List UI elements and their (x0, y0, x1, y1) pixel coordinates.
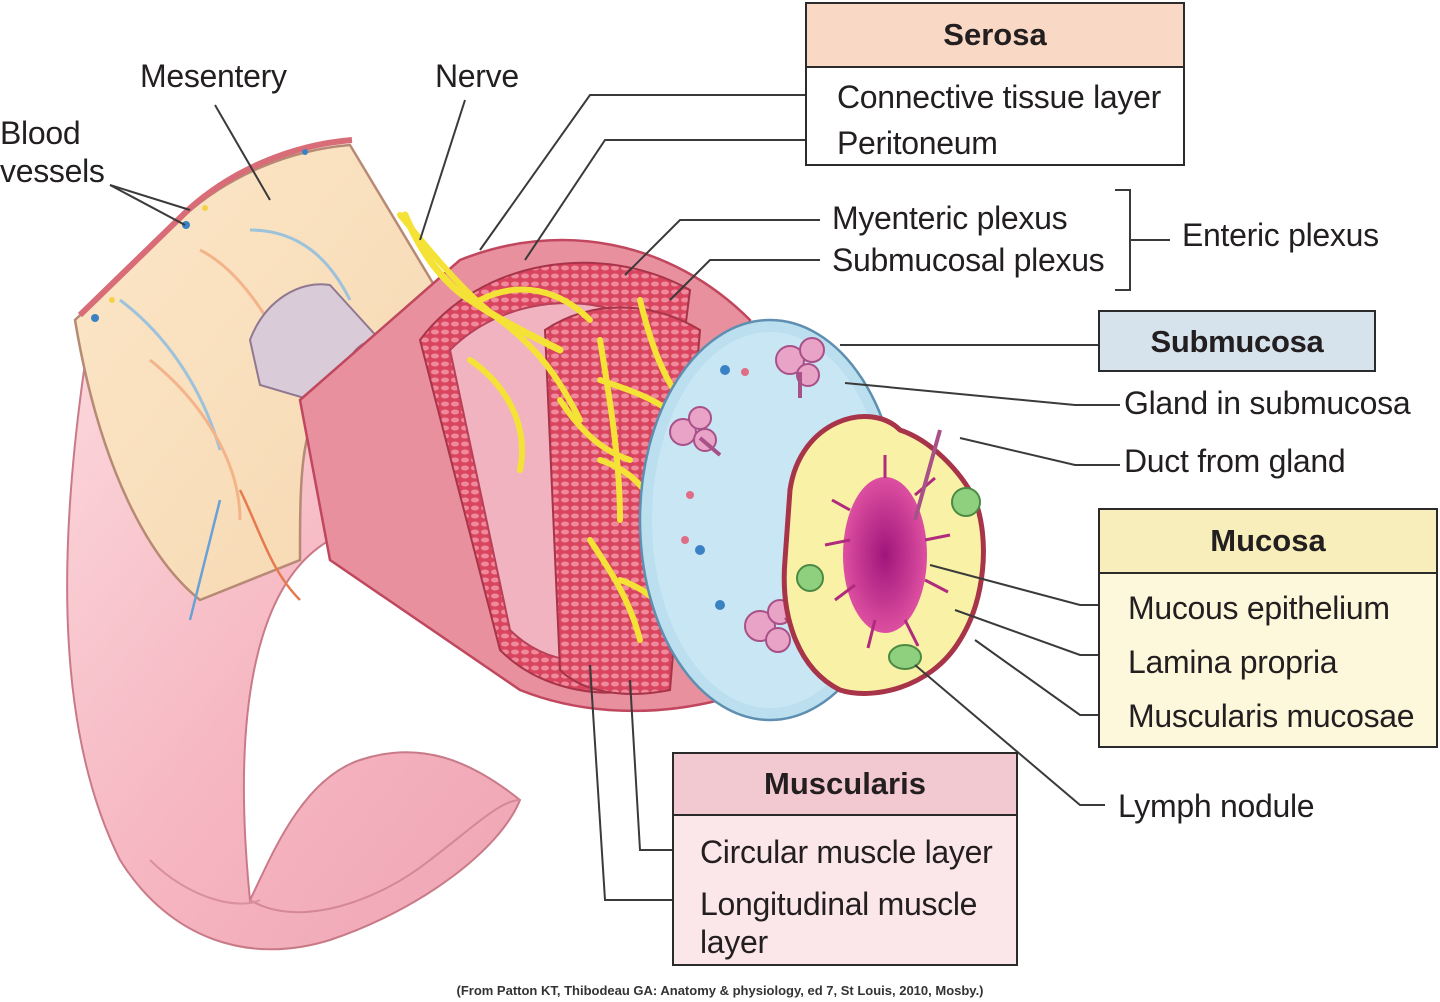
source-caption: (From Patton KT, Thibodeau GA: Anatomy &… (456, 983, 984, 998)
muscularis-title: Muscularis (674, 754, 1016, 816)
label-blood-vessels-1: Blood (0, 115, 81, 151)
mucosa-title: Mucosa (1100, 510, 1436, 574)
submucosa-title: Submucosa (1150, 324, 1324, 359)
mucosa-item-epithelium: Mucous epithelium (1128, 590, 1390, 626)
label-submucosal-plexus: Submucosal plexus (832, 242, 1105, 278)
muscularis-item-circular: Circular muscle layer (700, 834, 993, 870)
label-duct-from-gland: Duct from gland (1124, 443, 1346, 479)
label-nerve: Nerve (435, 58, 519, 94)
muscularis-box: Muscularis Circular muscle layer Longitu… (672, 752, 1018, 966)
nerve-fiber (401, 211, 564, 354)
muscularis-item-layer: layer (700, 924, 768, 960)
mucosa-box: Mucosa Mucous epithelium Lamina propria … (1098, 508, 1438, 748)
serosa-item-connective: Connective tissue layer (837, 79, 1161, 115)
submucosa-box: Submucosa (1098, 310, 1376, 372)
label-mesentery: Mesentery (140, 58, 287, 94)
label-myenteric-plexus: Myenteric plexus (832, 200, 1068, 236)
mucosa-item-muscularis-mucosae: Muscularis mucosae (1128, 698, 1415, 734)
label-gland-in-submucosa: Gland in submucosa (1124, 385, 1411, 421)
mucosa-disc (781, 414, 986, 696)
label-blood-vessels-2: vessels (0, 153, 105, 189)
label-enteric-plexus: Enteric plexus (1182, 217, 1379, 253)
serosa-title: Serosa (807, 4, 1183, 68)
mucosa-item-lamina-propria: Lamina propria (1128, 644, 1338, 680)
muscularis-item-longitudinal: Longitudinal muscle (700, 886, 978, 922)
label-lymph-nodule: Lymph nodule (1118, 788, 1315, 824)
serosa-item-peritoneum: Peritoneum (837, 125, 998, 161)
serosa-box: Serosa Connective tissue layer Peritoneu… (805, 2, 1185, 166)
